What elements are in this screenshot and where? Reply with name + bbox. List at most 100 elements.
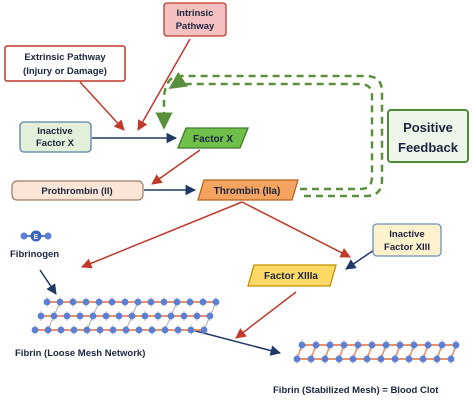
- fibrin-node: [95, 298, 103, 306]
- arrow-factor-x-to-prothrombin: [151, 149, 201, 185]
- fibrin-node: [433, 355, 441, 363]
- feedback-line2: Feedback: [398, 140, 459, 155]
- fibrin-node: [293, 355, 301, 363]
- fibrin-node: [174, 326, 182, 334]
- extrinsic-line2: (Injury or Damage): [23, 66, 107, 77]
- feedback-dashed-line-outer: [168, 71, 374, 191]
- fibrin-node: [447, 355, 455, 363]
- fibrin-node: [43, 298, 51, 306]
- fibrin-node: [452, 341, 460, 349]
- arrow-inactive-xiii-to-factor-xiiia: [345, 249, 375, 270]
- fibrin-node: [186, 298, 194, 306]
- fibrin-node: [122, 326, 130, 334]
- fibrin-node: [161, 326, 169, 334]
- fibrin-node: [37, 312, 45, 320]
- fibrin-node: [57, 326, 65, 334]
- fibrin-node: [135, 326, 143, 334]
- fibrin-loose-label: Fibrin (Loose Mesh Network): [15, 348, 145, 359]
- fibrinogen-e-letter: E: [34, 234, 39, 241]
- fibrin-node: [382, 341, 390, 349]
- fibrin-node: [391, 355, 399, 363]
- fibrin-node: [396, 341, 404, 349]
- fibrin-node: [173, 298, 181, 306]
- arrow-thrombin-to-fibrinogen: [81, 201, 243, 269]
- fibrin-node: [212, 298, 220, 306]
- fibrin-node: [134, 298, 142, 306]
- inactive-xiii-line1: Inactive: [389, 229, 424, 240]
- fibrin-node: [50, 312, 58, 320]
- fibrinogen-e-domain: [30, 230, 42, 242]
- inactive-x-line2: Factor X: [36, 138, 75, 149]
- fibrin-loose-mesh: [31, 297, 220, 335]
- fibrin-node: [115, 312, 123, 320]
- prothrombin-label: Prothrombin (II): [41, 186, 112, 197]
- fibrin-node: [193, 312, 201, 320]
- fibrin-node: [83, 326, 91, 334]
- fibrin-node: [141, 312, 149, 320]
- node-thrombin: Thrombin (IIa): [197, 179, 299, 201]
- factor-xiiia-label: Factor XIIIa: [264, 271, 318, 282]
- feedback-loop: [155, 71, 384, 198]
- intrinsic-line2: Pathway: [176, 21, 215, 32]
- inactive-xiii-line2: Factor XIII: [384, 242, 430, 253]
- intrinsic-line1: Intrinsic: [177, 8, 214, 19]
- fibrin-node: [354, 341, 362, 349]
- fibrin-node: [321, 355, 329, 363]
- fibrin-node: [200, 326, 208, 334]
- fibrin-node: [424, 341, 432, 349]
- node-intrinsic-pathway: Intrinsic Pathway: [163, 2, 227, 37]
- fibrin-node: [363, 355, 371, 363]
- factor-x-label: Factor X: [193, 134, 233, 145]
- fibrin-node: [89, 312, 97, 320]
- fibrin-stabilized-mesh: [293, 340, 460, 364]
- extrinsic-line1: Extrinsic Pathway: [24, 52, 106, 63]
- node-extrinsic-pathway: Extrinsic Pathway (Injury or Damage): [4, 45, 126, 82]
- arrow-fibrinogen-to-loose-mesh: [39, 269, 57, 295]
- fibrin-node: [326, 341, 334, 349]
- fibrin-node: [419, 355, 427, 363]
- fibrin-node: [307, 355, 315, 363]
- arrow-thrombin-to-factor-xiiia: [241, 201, 351, 258]
- feedback-dashed-line-inner: [155, 74, 384, 198]
- fibrin-node: [312, 341, 320, 349]
- node-inactive-factor-xiii: Inactive Factor XIII: [372, 223, 442, 257]
- fibrin-node: [349, 355, 357, 363]
- fibrin-node: [147, 298, 155, 306]
- thrombin-label: Thrombin (IIa): [214, 186, 281, 197]
- fibrin-node: [108, 298, 116, 306]
- fibrinogen-label: Fibrinogen: [10, 249, 59, 260]
- fibrin-node: [82, 298, 90, 306]
- fibrin-node: [187, 326, 195, 334]
- arrow-factor-xiiia-to-stabilized: [235, 291, 297, 339]
- node-factor-xiiia: Factor XIIIa: [247, 264, 337, 287]
- fibrin-node: [438, 341, 446, 349]
- fibrin-node: [405, 355, 413, 363]
- fibrin-node: [70, 326, 78, 334]
- fibrin-node: [121, 298, 129, 306]
- arrow-intrinsic-to-factor-x: [137, 38, 191, 131]
- fibrinogen-d-domain-left: [20, 232, 28, 240]
- fibrin-node: [96, 326, 104, 334]
- node-factor-x: Factor X: [177, 127, 249, 149]
- fibrin-node: [335, 355, 343, 363]
- fibrin-node: [69, 298, 77, 306]
- fibrin-node: [340, 341, 348, 349]
- fibrin-node: [154, 312, 162, 320]
- fibrin-node: [368, 341, 376, 349]
- fibrinogen-molecule: E Fibrinogen: [10, 230, 59, 260]
- fibrin-node: [199, 298, 207, 306]
- fibrin-node: [76, 312, 84, 320]
- fibrin-node: [180, 312, 188, 320]
- fibrin-node: [128, 312, 136, 320]
- fibrin-node: [298, 341, 306, 349]
- inactive-x-line1: Inactive: [37, 126, 72, 137]
- fibrin-node: [102, 312, 110, 320]
- fibrin-node: [44, 326, 52, 334]
- feedback-line1: Positive: [403, 120, 453, 135]
- fibrin-node: [377, 355, 385, 363]
- fibrin-node: [160, 298, 168, 306]
- fibrin-node: [410, 341, 418, 349]
- arrow-extrinsic-to-factor-x: [79, 81, 125, 131]
